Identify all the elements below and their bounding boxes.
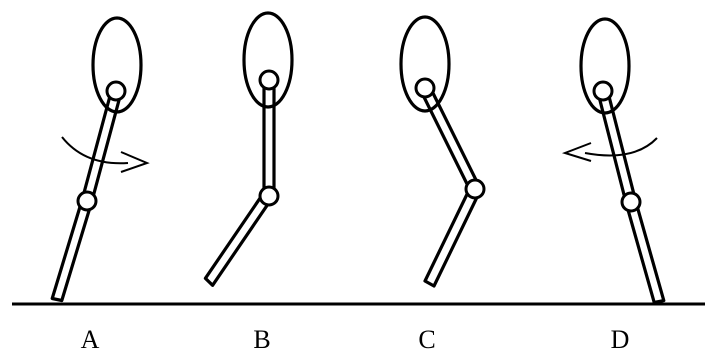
knee-joint-c	[466, 180, 484, 198]
thigh-b	[264, 80, 274, 194]
thigh-a	[82, 92, 121, 202]
panel-label-c: C	[407, 327, 447, 353]
shank-a	[52, 200, 92, 301]
knee-joint-d	[622, 193, 640, 211]
thigh-c	[421, 85, 479, 192]
body-b	[244, 13, 292, 107]
hip-joint-d	[594, 82, 612, 100]
knee-joint-a	[78, 192, 96, 210]
figure-a	[52, 18, 147, 301]
panel-label-a: A	[70, 327, 110, 353]
rotation-arrowhead-a	[121, 152, 147, 172]
hip-joint-a	[107, 82, 125, 100]
panel-label-b: B	[242, 327, 282, 353]
figure-b	[205, 13, 292, 285]
knee-joint-b	[260, 187, 278, 205]
shank-d	[626, 202, 664, 303]
hip-joint-b	[260, 71, 278, 89]
panel-label-d: D	[600, 327, 640, 353]
hip-joint-c	[416, 79, 434, 97]
rotation-arrowhead-d	[565, 143, 591, 161]
shank-c	[425, 186, 480, 286]
shank-b	[205, 190, 272, 285]
figure-c	[401, 17, 484, 286]
figure-d	[565, 19, 664, 302]
